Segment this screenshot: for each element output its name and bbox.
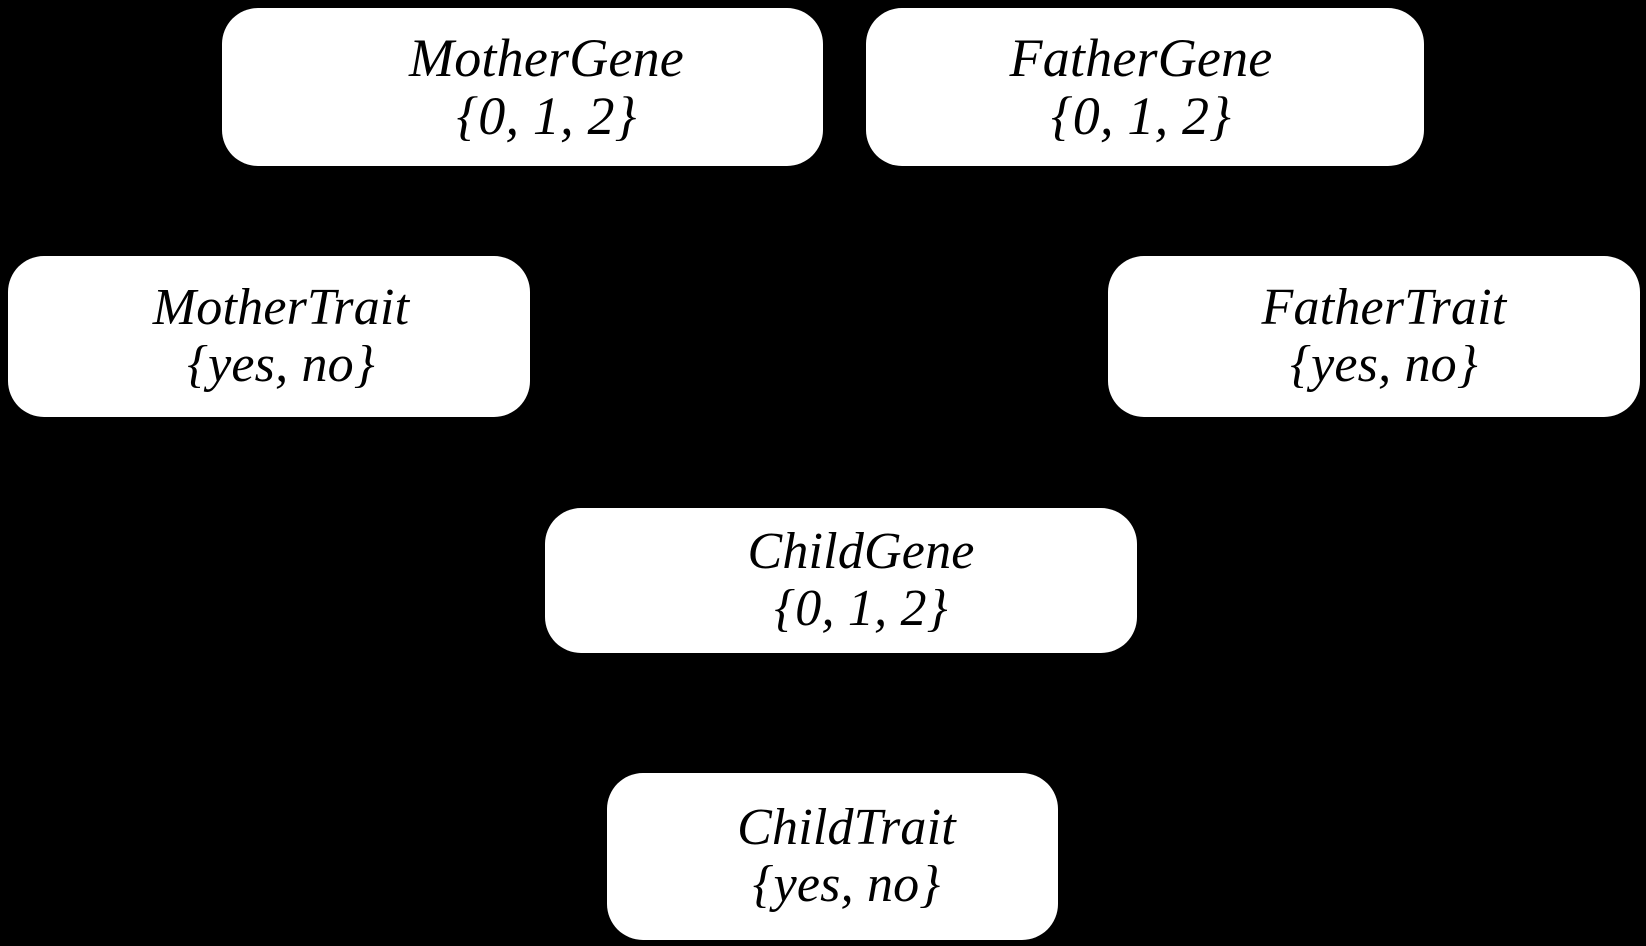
node-child-trait-domain: {yes, no} bbox=[752, 855, 941, 913]
node-mother-gene-text: MotherGene {0, 1, 2} bbox=[409, 27, 684, 146]
node-mother-trait-text: MotherTrait {yes, no} bbox=[153, 280, 409, 392]
node-child-gene-domain: {0, 1, 2} bbox=[774, 579, 948, 637]
node-mother-gene[interactable]: MotherGene {0, 1, 2} bbox=[222, 8, 823, 166]
node-child-gene[interactable]: ChildGene {0, 1, 2} bbox=[545, 508, 1137, 653]
node-mother-gene-domain: {0, 1, 2} bbox=[456, 86, 637, 146]
node-father-gene[interactable]: FatherGene {0, 1, 2} bbox=[866, 8, 1424, 166]
node-child-trait[interactable]: ChildTrait {yes, no} bbox=[607, 773, 1058, 940]
node-father-trait[interactable]: FatherTrait {yes, no} bbox=[1108, 256, 1640, 417]
node-child-trait-name: ChildTrait bbox=[737, 799, 956, 857]
node-child-gene-text: ChildGene {0, 1, 2} bbox=[747, 524, 974, 636]
node-mother-trait[interactable]: MotherTrait {yes, no} bbox=[8, 256, 530, 417]
node-father-gene-name: FatherGene bbox=[1009, 27, 1273, 88]
node-father-trait-text: FatherTrait {yes, no} bbox=[1262, 280, 1507, 392]
node-mother-trait-domain: {yes, no} bbox=[187, 335, 375, 393]
node-father-trait-domain: {yes, no} bbox=[1290, 335, 1478, 393]
node-father-gene-text: FatherGene {0, 1, 2} bbox=[1009, 27, 1273, 146]
node-mother-trait-name: MotherTrait bbox=[152, 279, 410, 337]
node-mother-gene-name: MotherGene bbox=[409, 27, 684, 88]
node-child-gene-name: ChildGene bbox=[747, 523, 975, 581]
node-child-trait-text: ChildTrait {yes, no} bbox=[737, 800, 956, 912]
node-father-gene-domain: {0, 1, 2} bbox=[1051, 86, 1231, 146]
node-father-trait-name: FatherTrait bbox=[1261, 279, 1507, 337]
